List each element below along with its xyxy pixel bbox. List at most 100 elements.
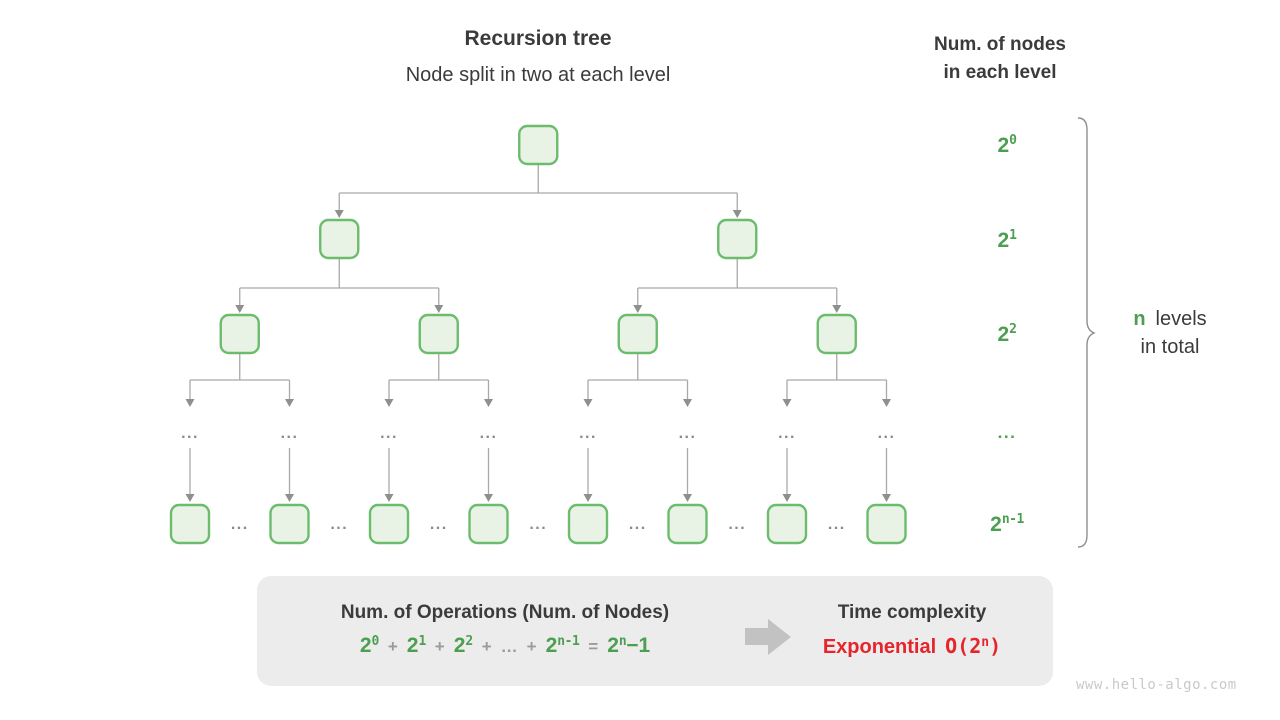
- tree-node: [567, 503, 609, 545]
- tree-connector: [339, 164, 738, 194]
- complexity-value: Exponential O(2n): [787, 634, 1037, 662]
- formula-operator: =: [588, 637, 599, 656]
- operations-section: Num. of Operations (Num. of Nodes) 20+21…: [275, 600, 735, 662]
- power-exponent: 0: [1009, 133, 1017, 148]
- ellipsis-dots: ...: [281, 425, 299, 442]
- ellipsis-dots: ...: [330, 516, 348, 533]
- ellipsis-dots: ...: [480, 425, 498, 442]
- ellipsis-dots: ...: [878, 425, 896, 442]
- diagram-subtitle: Node split in two at each level: [405, 64, 671, 86]
- arrowhead-icon: [583, 399, 593, 407]
- arrowhead-icon: [484, 494, 493, 502]
- tree-connector: [588, 353, 688, 381]
- time-complexity-section: Time complexity Exponential O(2n): [787, 600, 1037, 662]
- power-base: 2: [406, 634, 419, 657]
- formula-term: 21: [406, 634, 427, 658]
- arrowhead-icon: [782, 399, 792, 407]
- n-symbol: n: [1133, 308, 1146, 330]
- arrowhead-icon: [285, 399, 294, 407]
- formula-term: 22: [453, 634, 474, 658]
- arrowhead-icon: [832, 305, 842, 313]
- term-tail: −1: [626, 634, 651, 657]
- right-header-line1: Num. of nodes: [934, 34, 1066, 55]
- tree-node: [617, 313, 658, 355]
- power-base: 2: [359, 634, 372, 657]
- arrowhead-icon: [285, 494, 294, 502]
- power-base: 2: [607, 634, 619, 657]
- operations-title: Num. of Operations (Num. of Nodes): [340, 602, 670, 623]
- arrowhead-icon: [732, 210, 742, 218]
- tree-connector: [389, 353, 489, 381]
- formula-operator: +: [387, 637, 398, 656]
- power-exponent: n-1: [1001, 512, 1024, 527]
- power-base: 2: [453, 634, 466, 657]
- ellipsis-dots: ...: [181, 425, 199, 442]
- arrowhead-icon: [882, 494, 891, 502]
- levels-brace: [1077, 117, 1096, 548]
- ellipsis-dots: ...: [728, 516, 746, 533]
- tree-connector: [239, 258, 439, 289]
- ellipsis-dots: ...: [629, 516, 647, 533]
- ellipsis-dots: ...: [778, 425, 796, 442]
- level-count-label: 22: [971, 316, 1043, 349]
- level-count-label: 20: [971, 127, 1043, 160]
- arrowhead-icon: [882, 399, 891, 407]
- tree-node: [866, 503, 907, 545]
- formula-operator: …: [500, 637, 518, 656]
- complexity-word: Exponential: [822, 636, 937, 658]
- power-exponent: 2: [1009, 322, 1017, 337]
- arrowhead-icon: [782, 494, 792, 502]
- formula-term: 2n-1: [546, 634, 580, 658]
- tree-connector: [787, 353, 887, 381]
- arrowhead-icon: [633, 305, 643, 313]
- ellipsis-dots: ...: [679, 425, 697, 442]
- tree-node: [468, 503, 509, 545]
- tree-node: [368, 503, 410, 545]
- tree-node: [816, 313, 857, 355]
- power-exponent: n-1: [557, 634, 580, 649]
- operations-formula: 20+21+22+…+2n-1=2n−1: [275, 634, 735, 662]
- watermark: www.hello-algo.com: [1076, 677, 1237, 693]
- tree-connector: [637, 258, 837, 289]
- formula-term: 20: [359, 634, 380, 658]
- ellipsis-dots: ...: [380, 425, 398, 442]
- right-header-line2: in each level: [943, 62, 1057, 83]
- ellipsis-dots: ...: [997, 423, 1017, 442]
- ellipsis-dots: ...: [828, 516, 846, 533]
- ellipsis-dots: ...: [231, 516, 249, 533]
- arrowhead-icon: [185, 494, 195, 502]
- power-base: 2: [545, 634, 558, 657]
- ellipsis-dots: ...: [579, 425, 597, 442]
- tree-node: [169, 503, 211, 545]
- tree-node: [766, 503, 808, 545]
- formula-operator: +: [434, 637, 445, 656]
- tree-node: [518, 124, 559, 166]
- arrowhead-icon: [185, 399, 195, 407]
- tree-connector: [190, 353, 290, 381]
- right-header: Num. of nodes in each level: [890, 31, 1110, 87]
- time-complexity-title: Time complexity: [837, 602, 987, 623]
- arrowhead-icon: [235, 305, 245, 313]
- power-exponent: 0: [371, 634, 380, 649]
- arrowhead-icon: [683, 494, 692, 502]
- summary-box: Num. of Operations (Num. of Nodes) 20+21…: [257, 576, 1053, 686]
- power-exponent: n: [618, 634, 627, 649]
- tree-node: [667, 503, 708, 545]
- arrowhead-icon: [384, 494, 394, 502]
- power-base: 2: [990, 513, 1002, 536]
- in-total-label: in total: [1140, 336, 1200, 358]
- big-o-notation: O(2n): [945, 634, 1002, 658]
- formula-term: 2n−1: [607, 634, 650, 658]
- arrowhead-icon: [484, 399, 493, 407]
- arrowhead-icon: [384, 399, 394, 407]
- diagram-title: Recursion tree: [464, 27, 612, 50]
- formula-operator: +: [526, 637, 537, 656]
- arrowhead-icon: [434, 305, 444, 313]
- power-exponent: 1: [418, 634, 426, 649]
- ellipsis-dots: ...: [430, 516, 448, 533]
